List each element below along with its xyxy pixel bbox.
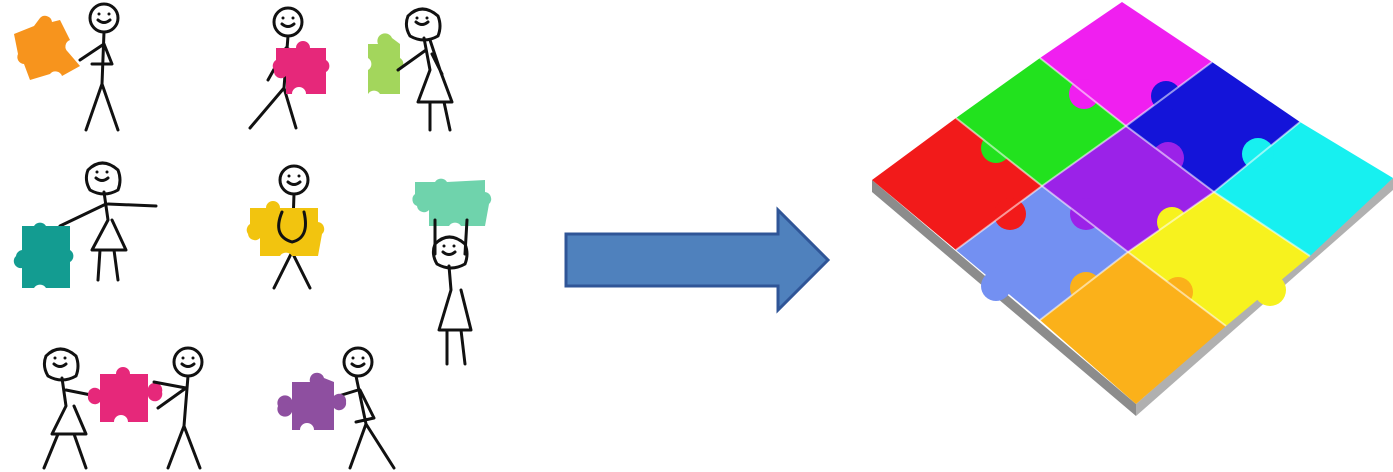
puzzle-knob [981,271,1011,301]
stick-figure-icon [272,164,312,290]
puzzle-piece-icon [246,201,325,256]
stick-figure-icon [330,346,396,470]
puzzle-knob [1070,198,1102,230]
stick-figure-icon [78,2,120,132]
puzzle-knob [1070,272,1102,304]
puzzle-piece-icon [368,33,404,94]
arm-icon [277,210,307,244]
figure-woman-mint-piece [405,170,515,370]
assembled-puzzle [860,0,1393,430]
right-arrow-icon [564,206,831,314]
puzzle-piece-icon [14,15,80,80]
figure-person-purple-piece [270,340,420,472]
puzzle-knob [994,198,1026,230]
puzzle-piece-icon [272,41,330,94]
figure-person-yellow-piece [230,160,350,300]
puzzle-seams [955,57,1311,327]
puzzle-piece-magenta [1040,2,1212,126]
puzzle-knob [1254,274,1286,306]
stick-figure-icon [152,346,204,470]
puzzle-piece-green [956,58,1126,186]
puzzle-piece-icon [412,178,492,226]
figure-pair-pink-lime [240,0,490,140]
figure-pair-pink-piece [30,330,230,472]
puzzle-piece-icon [87,367,163,422]
figure-person-orange-piece [0,0,140,140]
stick-figure-icon [58,161,158,282]
figure-woman-teal-piece [0,150,170,295]
stick-figure-icon [42,347,98,470]
puzzle-piece-cyan [1214,122,1393,256]
stick-figure-icon [431,218,473,366]
stick-figure-icon [396,7,454,132]
puzzle-piece-icon [277,372,347,430]
puzzle-piece-icon [13,222,74,288]
